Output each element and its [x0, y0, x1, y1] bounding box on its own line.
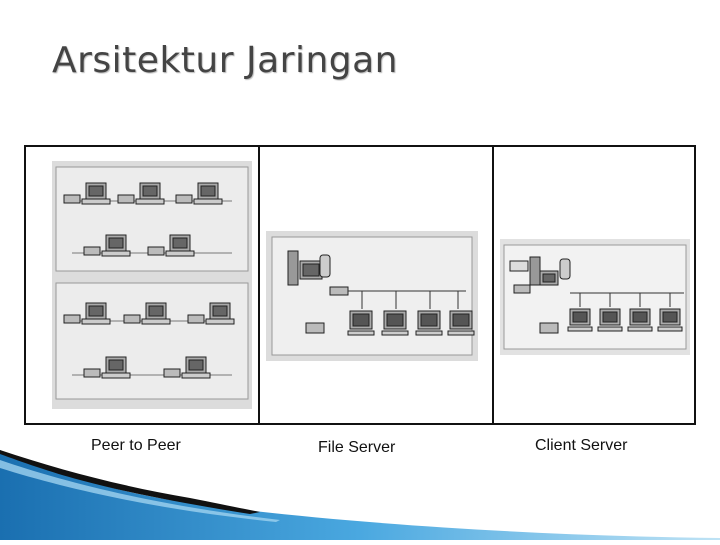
- panel-divider: [258, 147, 260, 423]
- file-server-illustration: [266, 231, 478, 361]
- client-server-illustration: [500, 239, 690, 355]
- footer-swoosh: [0, 450, 720, 545]
- caption-peer-to-peer: Peer to Peer: [91, 437, 181, 454]
- caption-client-server: Client Server: [535, 437, 628, 454]
- panel-divider: [492, 147, 494, 423]
- slide-title: Arsitektur Jaringan: [52, 40, 398, 81]
- caption-file-server: File Server: [318, 439, 396, 456]
- peer-to-peer-illustration: [52, 161, 252, 409]
- diagram-frame: [24, 145, 696, 425]
